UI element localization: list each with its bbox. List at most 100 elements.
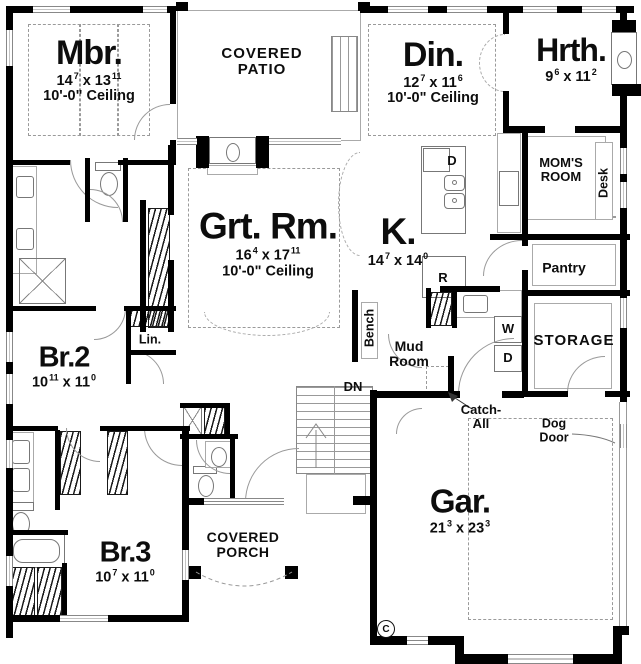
wall-segment	[360, 6, 634, 13]
window	[620, 298, 627, 328]
vanity-sink	[12, 440, 30, 464]
fireplace-flue	[617, 51, 632, 69]
wall-segment	[353, 496, 377, 505]
fireplace-jamb	[196, 136, 209, 168]
refrigerator-label: R	[438, 269, 448, 285]
wall-segment	[180, 434, 238, 439]
porch-post	[285, 566, 298, 579]
sink-drain	[452, 198, 457, 203]
closet-shelving	[130, 310, 170, 327]
room-name: Gar.	[429, 482, 491, 520]
linen-label: Lin.	[138, 332, 162, 347]
laundry-counter	[456, 290, 522, 318]
range	[499, 171, 519, 206]
porch-arch-dashed	[195, 571, 293, 587]
window	[407, 636, 428, 645]
pantry-shelf	[532, 244, 616, 286]
vanity-sink	[16, 228, 34, 250]
wall-segment	[575, 126, 625, 133]
wall-segment	[168, 260, 174, 332]
wall-segment	[6, 306, 96, 311]
dishwasher-box	[423, 148, 450, 172]
washer-label: W	[501, 320, 515, 336]
closet-shelving	[107, 431, 128, 495]
stairs-landing	[306, 474, 366, 514]
wall-segment	[182, 498, 206, 505]
wall-segment	[455, 636, 464, 664]
closet-shelving	[430, 292, 452, 326]
stairs-stringer	[334, 386, 335, 474]
wall-segment	[490, 234, 630, 240]
wall-segment	[522, 126, 528, 238]
closet-shelving	[204, 406, 225, 435]
door-arc	[458, 338, 514, 394]
window	[269, 138, 341, 145]
arched-opening	[338, 152, 360, 256]
wall-segment	[352, 290, 358, 362]
garage-side-line	[619, 402, 620, 626]
wall-segment	[370, 390, 377, 645]
window	[523, 6, 557, 13]
room-name: Mbr.	[56, 33, 123, 72]
room-name: Br.2	[38, 341, 91, 374]
garage-bay-outline	[468, 418, 613, 620]
window	[620, 148, 627, 174]
c-marker: C	[377, 620, 395, 638]
dryer-label: D	[503, 349, 513, 365]
window	[177, 138, 197, 145]
bench-label: Bench	[362, 308, 377, 348]
wall-segment	[448, 356, 454, 396]
wall-segment	[6, 160, 70, 165]
wall-segment	[452, 288, 457, 328]
porch-post	[188, 566, 201, 579]
window	[447, 6, 487, 13]
door-arc	[483, 240, 522, 276]
ceiling-note: 10'-0" Ceiling	[43, 88, 135, 105]
moms-room-outline	[524, 136, 606, 220]
laundry-sink	[463, 295, 488, 313]
window	[6, 556, 13, 586]
ceiling-note: 10'-0" Ceiling	[222, 262, 314, 279]
window	[6, 30, 13, 66]
room-name: Br.3	[99, 536, 152, 569]
tray-ceiling-line	[79, 24, 81, 136]
wall-segment	[503, 6, 509, 34]
wall-segment	[613, 626, 622, 664]
wall-segment	[463, 654, 510, 664]
wall-segment	[522, 296, 528, 396]
wall-segment	[182, 426, 189, 622]
desk-label: Desk	[596, 168, 611, 198]
room-name: K.	[380, 211, 416, 253]
sink-drain	[452, 180, 457, 185]
wall-segment	[118, 160, 176, 165]
vanity-sink	[16, 176, 34, 198]
window	[6, 440, 13, 468]
wall-segment	[6, 6, 13, 638]
vanity-sink	[12, 468, 30, 492]
garage-side-line	[626, 402, 627, 626]
wall-segment	[573, 654, 622, 664]
stairs-dn-label: DN	[343, 378, 363, 394]
wall-segment	[370, 636, 408, 645]
window	[620, 182, 627, 208]
wall-segment	[620, 94, 627, 402]
pantry-label: Pantry	[542, 259, 586, 276]
arched-opening	[204, 312, 330, 336]
wall-segment	[522, 234, 528, 246]
wall-segment	[428, 636, 462, 645]
wall-segment	[124, 306, 176, 311]
room-name: Hrth.	[536, 31, 607, 68]
wall-segment	[230, 436, 235, 500]
tray-ceiling-mbr	[28, 24, 150, 136]
patio-steps	[331, 36, 358, 112]
